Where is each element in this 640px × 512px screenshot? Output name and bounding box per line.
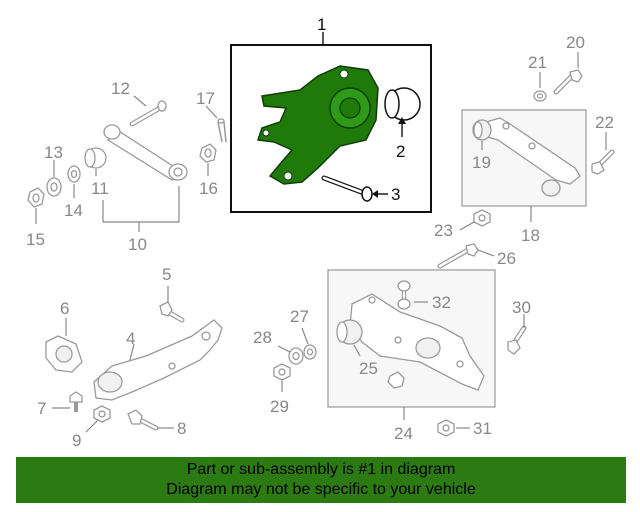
callout-19[interactable]: 19 [472,153,491,172]
callout-15[interactable]: 15 [26,230,45,249]
bushing-part-25[interactable] [336,319,363,345]
callout-8[interactable]: 8 [177,419,186,438]
callout-28[interactable]: 28 [253,328,272,347]
nut-part-15[interactable] [27,187,45,208]
nut-part-24-inner[interactable] [387,371,405,389]
bolt-part-20[interactable] [553,69,583,95]
nut-part-31[interactable] [437,419,455,437]
banner-line-1: Part or sub-assembly is #1 in diagram [186,461,456,478]
callout-30[interactable]: 30 [512,298,531,317]
washer-part-27[interactable] [303,344,317,360]
callout-27[interactable]: 27 [290,307,309,326]
washer-part-13[interactable] [46,177,62,197]
upper-arm-part-10[interactable] [103,124,188,181]
callout-16[interactable]: 16 [199,179,218,198]
callout-9[interactable]: 9 [72,431,81,450]
nut-part-23[interactable] [473,209,491,227]
notice-banner: Part or sub-assembly is #1 in diagram Di… [16,457,626,503]
bolt-part-8[interactable] [127,409,159,431]
trailing-arm-part-4[interactable] [93,319,223,401]
banner-line-2: Diagram may not be specific to your vehi… [166,481,476,498]
callout-11[interactable]: 11 [91,179,109,198]
bushing-part-2[interactable] [384,87,421,121]
callout-2[interactable]: 2 [396,142,405,161]
callout-21[interactable]: 21 [528,53,547,72]
callout-24[interactable]: 24 [394,424,413,443]
callout-13[interactable]: 13 [44,143,63,162]
washer-part-28[interactable] [288,347,304,365]
callout-1[interactable]: 1 [317,15,326,34]
bolt-part-12[interactable] [129,100,167,127]
callout-32[interactable]: 32 [432,293,451,312]
cotter-pin-part-17[interactable] [217,118,227,143]
callout-25[interactable]: 25 [359,359,378,378]
callout-22[interactable]: 22 [595,113,614,132]
stabilizer-link-part-32[interactable] [397,280,411,310]
lower-arm-part-24[interactable] [349,293,485,391]
bushing-part-19[interactable] [472,119,492,141]
callout-23[interactable]: 23 [434,221,453,240]
nut-part-9[interactable] [93,405,111,423]
bolt-part-30[interactable] [507,325,527,355]
callout-17[interactable]: 17 [196,89,215,108]
bolt-part-22[interactable] [591,149,615,175]
nut-part-16[interactable] [199,143,217,163]
washer-part-21[interactable] [533,90,547,102]
callout-12[interactable]: 12 [111,79,130,98]
trailing-arm-part-18[interactable] [483,117,581,185]
callout-18[interactable]: 18 [521,226,540,245]
callout-20[interactable]: 20 [566,33,585,52]
bushing-part-11[interactable] [84,147,107,169]
callout-7[interactable]: 7 [37,399,46,418]
bushing-part-18-end[interactable] [541,179,561,197]
bolt-part-5[interactable] [159,301,185,323]
callout-5[interactable]: 5 [162,265,171,284]
callout-10[interactable]: 10 [128,235,147,254]
bolt-part-7[interactable] [69,391,83,412]
nut-part-29[interactable] [273,363,291,381]
washer-part-14[interactable] [67,165,81,183]
callout-31[interactable]: 31 [473,419,492,438]
callout-4[interactable]: 4 [126,329,135,348]
bushing-part-6[interactable] [45,335,83,373]
rear-knuckle-part[interactable] [256,65,379,185]
callout-26[interactable]: 26 [497,249,516,268]
callout-3[interactable]: 3 [391,185,400,204]
callout-14[interactable]: 14 [64,201,83,220]
callout-6[interactable]: 6 [60,299,69,318]
bolt-part-26[interactable] [437,243,479,269]
callout-29[interactable]: 29 [270,397,289,416]
